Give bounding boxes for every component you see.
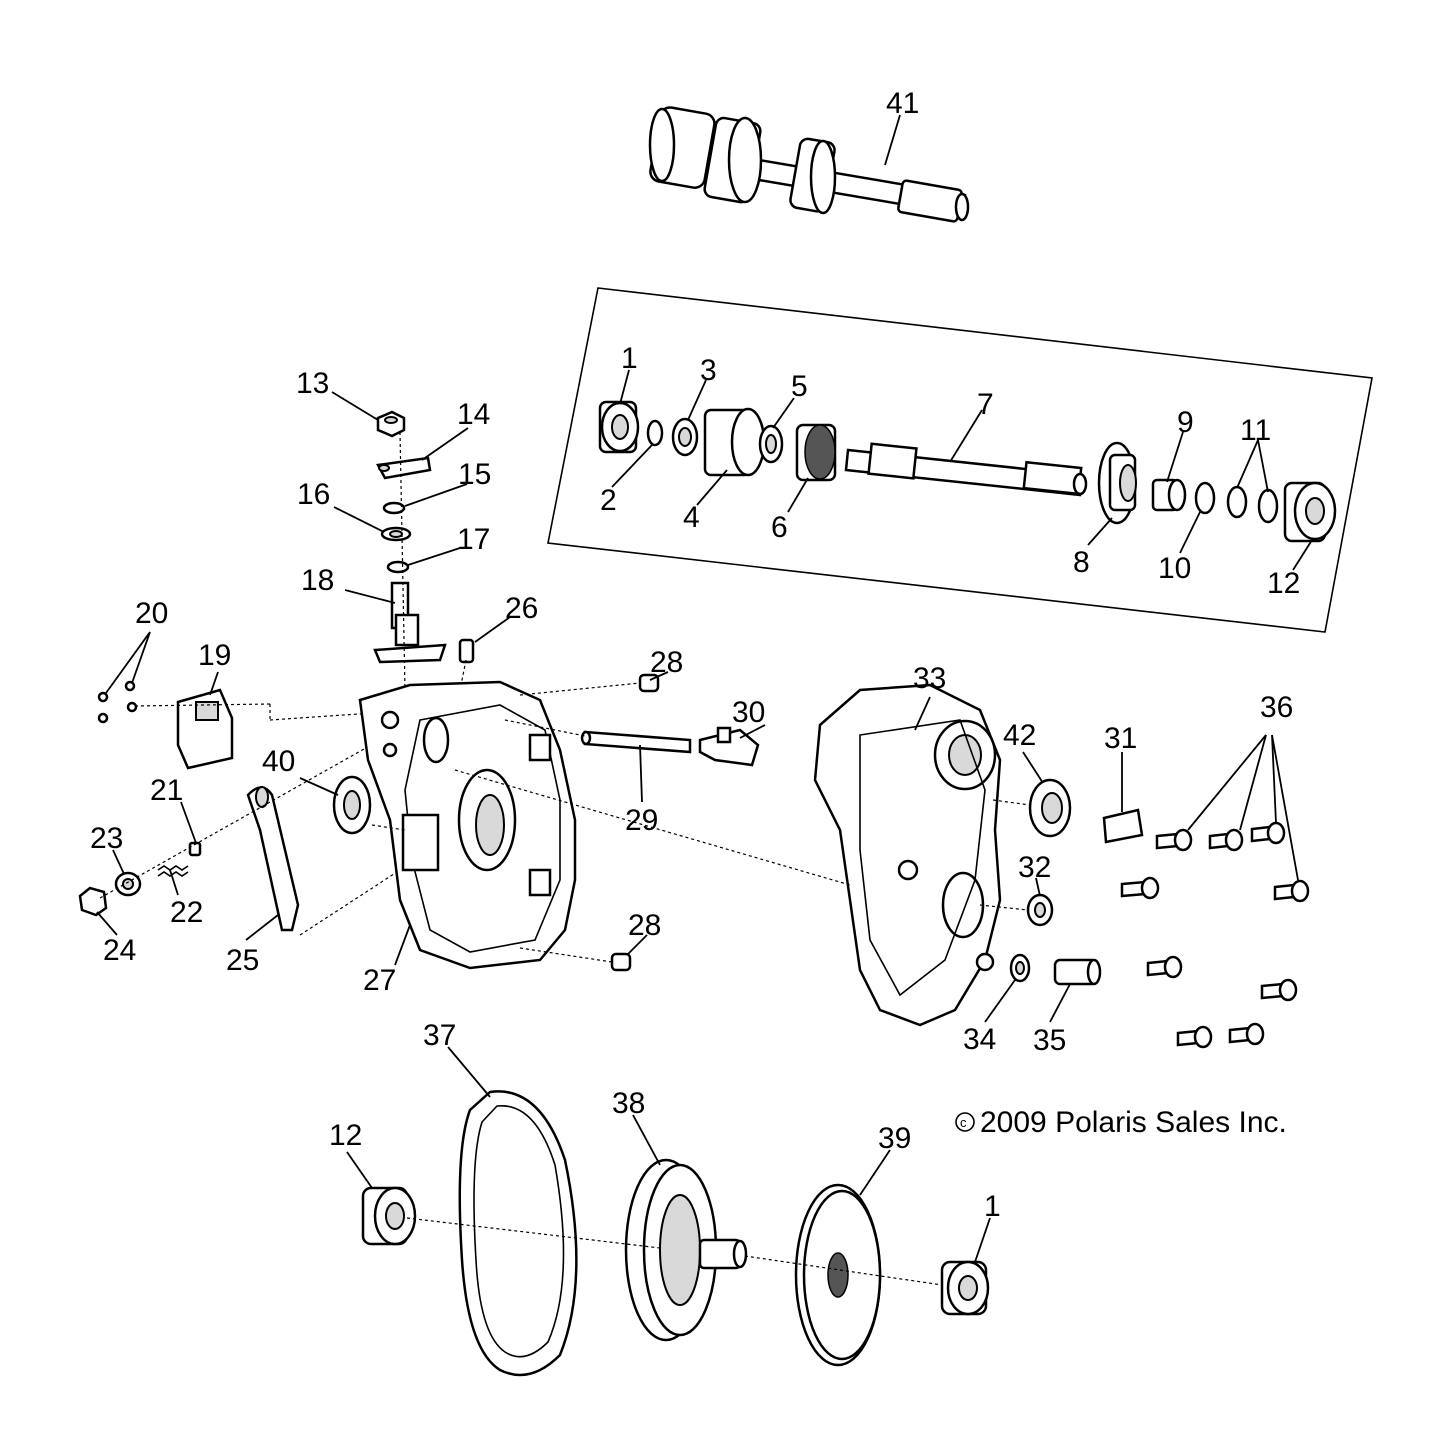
part-30-shift-fork — [698, 726, 760, 767]
part-20-screws — [97, 680, 138, 724]
callout-28-lower: 28 — [628, 909, 661, 942]
callout-34: 34 — [963, 1023, 996, 1056]
callout-2: 2 — [600, 484, 617, 517]
callout-7: 7 — [977, 388, 994, 421]
part-42-seal — [1028, 778, 1072, 838]
callout-12: 12 — [1267, 567, 1300, 600]
callout-30: 30 — [732, 696, 765, 729]
part-35-drain-plug — [1053, 958, 1102, 986]
part-22-spring — [157, 865, 189, 877]
part-33-cover-housing — [813, 683, 1002, 1027]
copyright-text: 2009 Polaris Sales Inc. — [980, 1106, 1287, 1139]
part-29-shift-rail — [580, 730, 692, 754]
callout-32: 32 — [1018, 851, 1051, 884]
part-14-shift-arm — [376, 456, 432, 480]
callout-14: 14 — [457, 398, 490, 431]
part-15-ring — [382, 501, 406, 515]
callout-40: 40 — [262, 745, 295, 778]
callout-26: 26 — [505, 592, 538, 625]
callout-38: 38 — [612, 1087, 645, 1120]
part-24-plug — [78, 886, 108, 917]
part-2-snap-ring — [646, 419, 664, 447]
inset-frame — [547, 287, 1373, 633]
part-7-shaft — [844, 442, 1088, 497]
callout-22: 22 — [170, 896, 203, 929]
callout-37: 37 — [423, 1019, 456, 1052]
part-17-ring — [386, 560, 410, 574]
callout-6: 6 — [771, 511, 788, 544]
part-19-sensor — [176, 688, 234, 770]
part-16-washer — [380, 526, 412, 542]
callout-17: 17 — [457, 523, 490, 556]
part-11-ring-b — [1257, 488, 1279, 524]
callout-36: 36 — [1260, 691, 1293, 724]
part-12-bearing-upper — [1283, 481, 1337, 543]
part-38-driven-gear — [624, 1158, 748, 1342]
callout-24: 24 — [103, 934, 136, 967]
callout-8: 8 — [1073, 546, 1090, 579]
callout-33: 33 — [913, 662, 946, 695]
part-36-bolts — [1120, 821, 1310, 1049]
part-5-washer — [758, 424, 784, 464]
part-18-shift-shaft — [373, 581, 447, 664]
callout-25: 25 — [226, 944, 259, 977]
callout-27: 27 — [363, 964, 396, 997]
part-34-o-ring — [1009, 953, 1031, 983]
part-13-nut — [376, 410, 406, 438]
callout-31: 31 — [1104, 722, 1137, 755]
callout-20: 20 — [135, 597, 168, 630]
callout-3: 3 — [700, 354, 717, 387]
part-40-seal — [332, 775, 372, 835]
callout-21: 21 — [150, 774, 183, 807]
copyright-symbol: c — [960, 1115, 967, 1130]
copyright-notice: c 2009 Polaris Sales Inc. — [955, 1106, 1287, 1139]
callout-23: 23 — [90, 822, 123, 855]
part-12-bearing-lower — [361, 1186, 417, 1246]
part-32-washer — [1026, 893, 1054, 927]
callout-42: 42 — [1003, 719, 1036, 752]
part-25-dipstick — [246, 786, 300, 932]
part-4-gear — [703, 407, 766, 477]
part-6-gear — [795, 423, 837, 482]
callout-9: 9 — [1177, 406, 1194, 439]
part-1-bearing — [598, 400, 640, 454]
part-1-bearing-lower — [940, 1260, 990, 1316]
part-21-ball — [188, 841, 202, 857]
callout-16: 16 — [297, 478, 330, 511]
callout-29: 29 — [625, 804, 658, 837]
part-26-dowel-pin — [458, 638, 475, 664]
part-10-washer — [1194, 481, 1216, 515]
part-39-ring-gear — [794, 1183, 882, 1367]
part-8-gear — [1097, 441, 1137, 525]
callout-15: 15 — [458, 458, 491, 491]
part-31-label — [1102, 808, 1144, 844]
callout-19: 19 — [198, 639, 231, 672]
callout-35: 35 — [1033, 1024, 1066, 1057]
part-3-washer — [671, 417, 699, 457]
part-28-plug-lower — [610, 952, 632, 972]
callout-1: 1 — [621, 342, 638, 375]
callout-labels: 41 1 2 3 4 5 6 7 8 9 10 11 12 13 14 15 1… — [90, 87, 1300, 1223]
callout-41: 41 — [886, 87, 919, 120]
part-9-bushing — [1151, 478, 1187, 512]
part-23-washer — [114, 871, 142, 897]
part-37-drive-chain — [458, 1090, 578, 1377]
callout-12-lower: 12 — [329, 1119, 362, 1152]
callout-5: 5 — [791, 370, 808, 403]
part-11-ring-a — [1226, 485, 1248, 519]
callout-18: 18 — [301, 564, 334, 597]
part-27-main-housing — [358, 680, 577, 970]
callout-39: 39 — [878, 1122, 911, 1155]
callout-1-lower: 1 — [984, 1190, 1001, 1223]
callout-10: 10 — [1158, 552, 1191, 585]
callout-4: 4 — [683, 501, 700, 534]
part-41-shaft-assembly — [648, 106, 970, 223]
copyright-icon — [955, 1112, 975, 1132]
leader-41 — [884, 114, 901, 166]
callout-11: 11 — [1240, 414, 1271, 447]
callout-13: 13 — [296, 367, 329, 400]
callout-28-upper: 28 — [650, 646, 683, 679]
